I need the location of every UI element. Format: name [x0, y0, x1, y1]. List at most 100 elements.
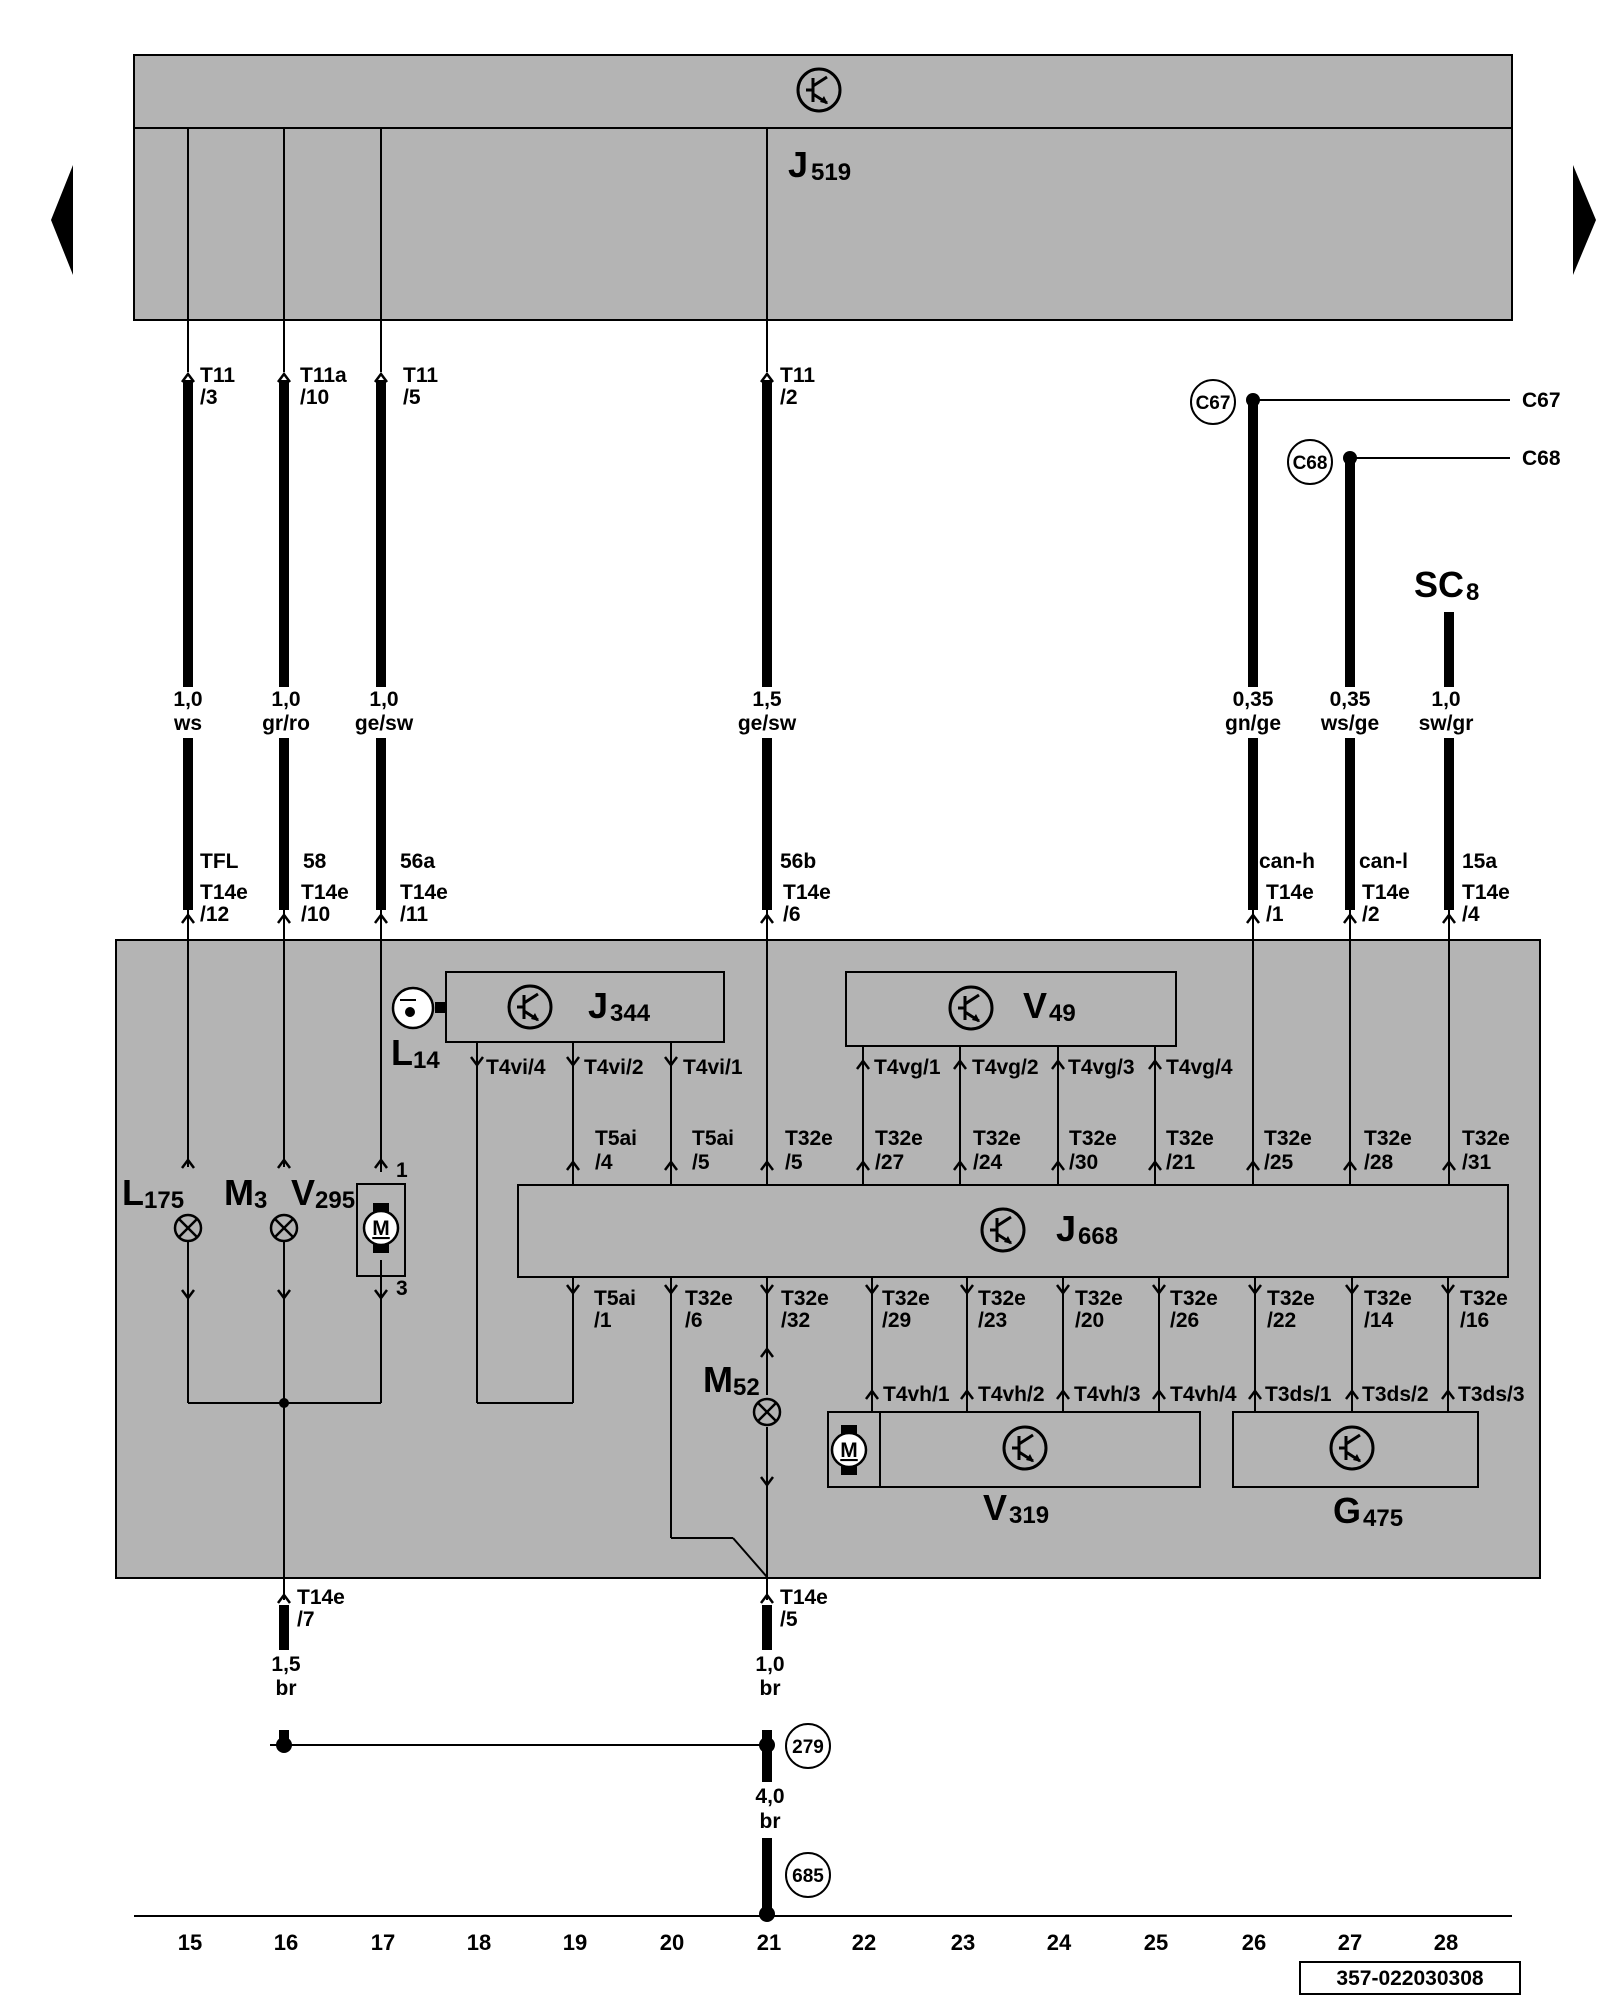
svg-text:T14e: T14e	[297, 1586, 345, 1609]
svg-text:/3: /3	[200, 386, 218, 409]
ground-point-icon[interactable]: 279	[785, 1723, 831, 1769]
component-l14: L14	[391, 1032, 440, 1074]
svg-text:can-l: can-l	[1359, 850, 1408, 873]
svg-text:T4vg/3: T4vg/3	[1068, 1056, 1135, 1079]
nav-left-arrow-icon[interactable]	[51, 165, 73, 275]
module-v319[interactable]: M V319	[827, 1411, 1201, 1529]
svg-text:T14e: T14e	[400, 881, 448, 904]
svg-text:/6: /6	[783, 903, 801, 926]
svg-text:T14e: T14e	[1266, 881, 1314, 904]
component-l175: L175	[122, 1172, 184, 1214]
connection-point-icon	[1287, 439, 1333, 485]
svg-text:/29: /29	[882, 1309, 911, 1332]
svg-text:T4vh/4: T4vh/4	[1170, 1383, 1237, 1406]
svg-text:T4vi/4: T4vi/4	[486, 1056, 546, 1079]
svg-text:/7: /7	[297, 1608, 315, 1631]
module-label-g475: G475	[1333, 1490, 1403, 1532]
svg-text:T32e: T32e	[978, 1287, 1026, 1310]
nav-right-arrow-icon[interactable]	[1573, 165, 1596, 275]
svg-text:/11: /11	[400, 903, 428, 926]
svg-text:T4vg/2: T4vg/2	[972, 1056, 1039, 1079]
svg-text:27: 27	[1338, 1930, 1362, 1955]
svg-text:56b: 56b	[780, 850, 816, 873]
lamp-m52: M52	[703, 1347, 782, 1488]
svg-text:T32e: T32e	[1170, 1287, 1218, 1310]
module-j344[interactable]: J344	[445, 971, 725, 1043]
g475-pins: T3ds/1 T3ds/2 T3ds/3	[1247, 1383, 1525, 1406]
svg-text:C67: C67	[1196, 393, 1231, 414]
svg-text:T14e: T14e	[780, 1586, 828, 1609]
svg-text:56a: 56a	[400, 850, 435, 873]
svg-text:T32e: T32e	[1462, 1127, 1510, 1150]
svg-text:/30: /30	[1069, 1151, 1098, 1174]
svg-text:T32e: T32e	[1075, 1287, 1123, 1310]
c67-tap[interactable]: C67 C67	[1190, 379, 1561, 425]
module-j668[interactable]: J668	[517, 1184, 1509, 1278]
v319-pins: T4vh/1 T4vh/2 T4vh/3 T4vh/4	[864, 1383, 1237, 1406]
c68-tap[interactable]: C68 C68	[1287, 439, 1561, 485]
svg-text:/10: /10	[300, 386, 329, 409]
svg-text:/6: /6	[685, 1309, 703, 1332]
svg-text:T4vh/3: T4vh/3	[1074, 1383, 1141, 1406]
module-label-v49: V49	[1023, 985, 1076, 1027]
svg-text:/20: /20	[1075, 1309, 1104, 1332]
svg-text:T32e: T32e	[785, 1127, 833, 1150]
ground-point-icon[interactable]: 685	[785, 1852, 831, 1898]
left-components: M 1 3 L175 M3 V295	[122, 940, 408, 1595]
svg-text:T11: T11	[780, 364, 815, 387]
svg-text:T5ai: T5ai	[595, 1127, 637, 1150]
svg-text:can-h: can-h	[1259, 850, 1315, 873]
svg-text:T11a: T11a	[300, 364, 347, 387]
svg-text:T3ds/3: T3ds/3	[1458, 1383, 1525, 1406]
j519-internal-wires	[187, 128, 768, 372]
svg-text:br: br	[760, 1810, 781, 1833]
svg-text:br: br	[276, 1677, 297, 1700]
svg-text:/4: /4	[1462, 903, 1480, 926]
svg-text:1,0: 1,0	[755, 1653, 784, 1676]
svg-text:/27: /27	[875, 1151, 904, 1174]
column-numbers: 15 16 17 18 19 20 21 22 23 24 25 26 27 2…	[178, 1930, 1458, 1955]
svg-text:25: 25	[1144, 1930, 1168, 1955]
svg-text:T14e: T14e	[1462, 881, 1510, 904]
module-label-j344: J344	[588, 985, 651, 1027]
svg-text:/2: /2	[1362, 903, 1380, 926]
wire-spec-labels: 1,0ws 1,0gr/ro 1,0ge/sw 1,5ge/sw 0,35gn/…	[173, 688, 1473, 735]
v295-housing	[356, 1183, 406, 1277]
svg-text:23: 23	[951, 1930, 975, 1955]
svg-text:/16: /16	[1460, 1309, 1489, 1332]
svg-text:685: 685	[792, 1866, 824, 1887]
svg-text:/25: /25	[1264, 1151, 1294, 1174]
lamp-l14: L14	[391, 986, 446, 1074]
svg-text:T14e: T14e	[1362, 881, 1410, 904]
svg-text:C68: C68	[1522, 447, 1561, 470]
svg-text:58: 58	[303, 850, 327, 873]
svg-text:4,0: 4,0	[755, 1785, 784, 1808]
svg-text:28: 28	[1434, 1930, 1458, 1955]
svg-text:1: 1	[396, 1159, 408, 1182]
svg-text:ws/ge: ws/ge	[1320, 712, 1379, 735]
j668-bottom-pins: T5ai/1 T32e/6 T32e/32 T32e/29 T32e/23 T3…	[566, 1277, 1508, 1600]
svg-text:1,5: 1,5	[752, 688, 782, 711]
svg-text:T4vh/2: T4vh/2	[978, 1383, 1045, 1406]
svg-text:gn/ge: gn/ge	[1225, 712, 1281, 735]
module-v49[interactable]: V49	[845, 971, 1177, 1047]
svg-text:/14: /14	[1364, 1309, 1394, 1332]
svg-text:26: 26	[1242, 1930, 1266, 1955]
svg-text:T3ds/1: T3ds/1	[1265, 1383, 1332, 1406]
connection-point-icon	[1190, 379, 1236, 425]
svg-text:T32e: T32e	[781, 1287, 829, 1310]
svg-text:/22: /22	[1267, 1309, 1296, 1332]
module-label-j668: J668	[1056, 1208, 1118, 1250]
module-g475[interactable]: G475	[1232, 1411, 1479, 1532]
svg-text:C67: C67	[1522, 389, 1561, 412]
svg-text:TFL: TFL	[200, 850, 239, 873]
svg-text:T32e: T32e	[1166, 1127, 1214, 1150]
svg-text:/32: /32	[781, 1309, 810, 1332]
svg-text:T32e: T32e	[1264, 1127, 1312, 1150]
j668-top-pins: T5ai/4 T5ai/5 T32e/5 T32e/27 T32e/24 T32…	[565, 940, 1510, 1185]
svg-text:M: M	[372, 1217, 390, 1240]
svg-text:1,0: 1,0	[369, 688, 398, 711]
svg-text:3: 3	[396, 1277, 408, 1300]
